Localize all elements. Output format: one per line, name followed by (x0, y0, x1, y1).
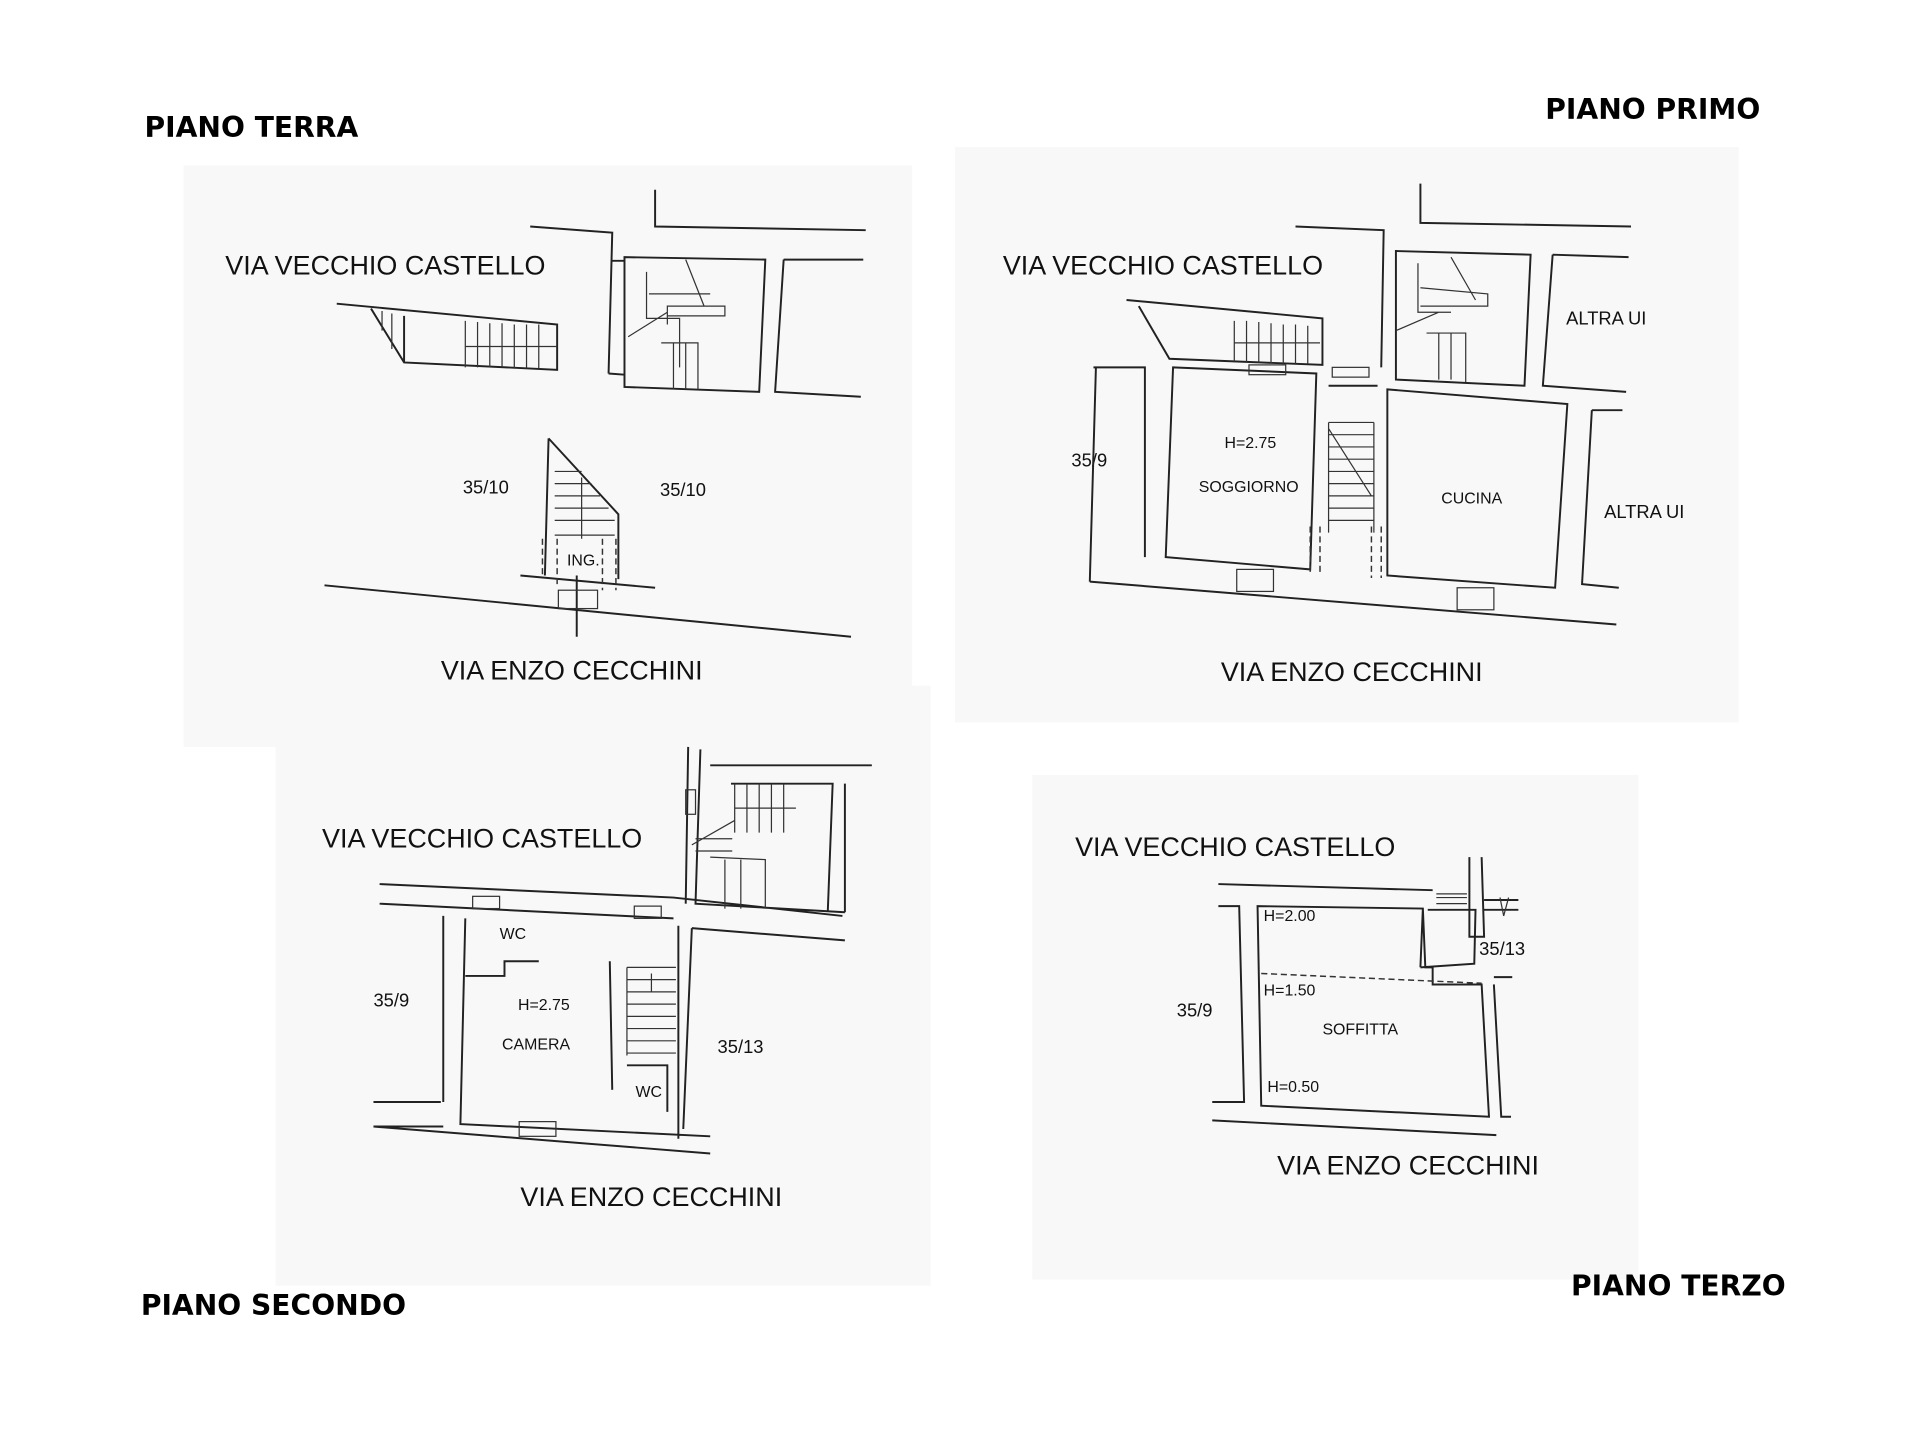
street-north-label: VIA VECCHIO CASTELLO (1003, 250, 1323, 280)
room-label-soffitta: SOFFITTA (1322, 1022, 1398, 1039)
parcel-label: 35/13 (1479, 938, 1525, 959)
street-south-label: VIA ENZO CECCHINI (520, 1182, 782, 1212)
room-label-cucina: CUCINA (1441, 490, 1502, 507)
street-north-label: VIA VECCHIO CASTELLO (322, 823, 642, 853)
street-south-label: VIA ENZO CECCHINI (1221, 657, 1483, 687)
wc-label: WC (500, 926, 527, 943)
plan-second-floor: VIA VECCHIO CASTELLO VIA ENZO CECCHINI 3… (322, 746, 872, 1212)
wc-label: WC (636, 1084, 663, 1101)
room-label-camera: CAMERA (502, 1036, 570, 1053)
entrance-label: ING. (567, 553, 600, 570)
parcel-label: 35/10 (463, 476, 509, 497)
height-label: H=0.50 (1267, 1079, 1319, 1096)
parcel-label: 35/9 (1177, 999, 1213, 1020)
parcel-label: 35/10 (660, 479, 706, 500)
street-south-label: VIA ENZO CECCHINI (441, 656, 703, 686)
room-label-soggiorno: SOGGIORNO (1199, 479, 1299, 496)
title-third-floor: PIANO TERZO (1571, 1270, 1786, 1303)
parcel-label: 35/13 (718, 1036, 764, 1057)
title-ground-floor: PIANO TERRA (144, 111, 358, 144)
street-south-label: VIA ENZO CECCHINI (1277, 1150, 1539, 1180)
other-unit-label: ALTRA UI (1604, 501, 1684, 522)
height-label: H=2.75 (518, 997, 570, 1014)
street-north-label: VIA VECCHIO CASTELLO (225, 250, 545, 280)
panel-second-floor (275, 685, 931, 1286)
parcel-label: 35/9 (373, 990, 409, 1011)
plan-first-floor: VIA VECCHIO CASTELLO VIA ENZO CECCHINI 3… (1003, 183, 1684, 687)
street-north-label: VIA VECCHIO CASTELLO (1075, 832, 1395, 862)
parcel-label: 35/9 (1071, 450, 1107, 471)
plan-ground-floor: VIA VECCHIO CASTELLO VIA ENZO CECCHINI 3… (225, 189, 866, 686)
height-label: H=2.75 (1224, 435, 1276, 452)
height-label: H=2.00 (1264, 908, 1316, 925)
other-unit-label: ALTRA UI (1566, 307, 1646, 328)
title-second-floor: PIANO SECONDO (141, 1289, 406, 1322)
panel-third-floor (1032, 775, 1639, 1280)
title-first-floor: PIANO PRIMO (1545, 93, 1760, 126)
plan-third-floor: VIA VECCHIO CASTELLO VIA ENZO CECCHINI 3… (1075, 832, 1539, 1180)
height-label: H=1.50 (1264, 983, 1316, 1000)
